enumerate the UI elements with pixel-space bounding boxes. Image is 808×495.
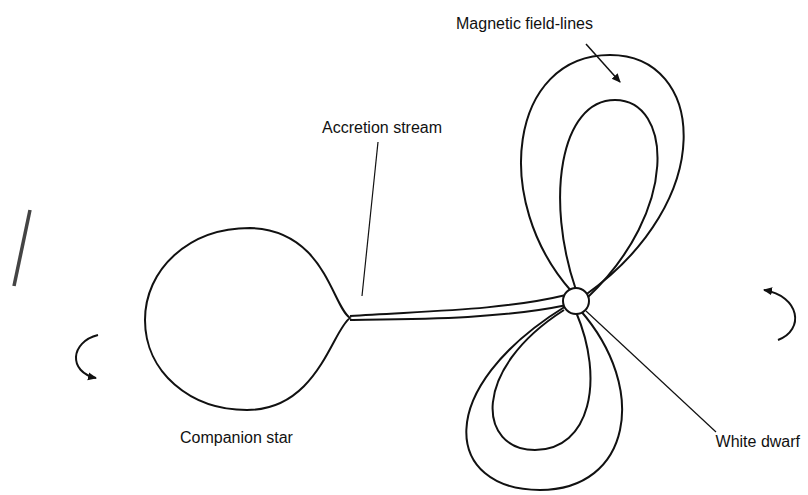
accretion-stream	[350, 305, 567, 320]
sight-line	[14, 210, 30, 286]
field-line	[560, 100, 657, 298]
field-line	[493, 310, 591, 450]
leader-line	[586, 44, 620, 82]
leader-line	[362, 142, 378, 296]
label-text: Magnetic field-lines	[456, 14, 593, 33]
companion-star-outline	[145, 228, 350, 410]
label-text: Companion star	[180, 428, 293, 447]
rotation-arrow	[76, 335, 98, 378]
label-text: Accretion stream	[322, 118, 442, 137]
label-text: White dwarf	[716, 432, 800, 451]
accretion-stream	[350, 295, 566, 316]
leader-line	[586, 311, 716, 432]
field-line	[521, 55, 684, 296]
field-line	[466, 306, 622, 490]
rotation-arrow	[764, 290, 795, 340]
white-dwarf	[563, 288, 589, 314]
